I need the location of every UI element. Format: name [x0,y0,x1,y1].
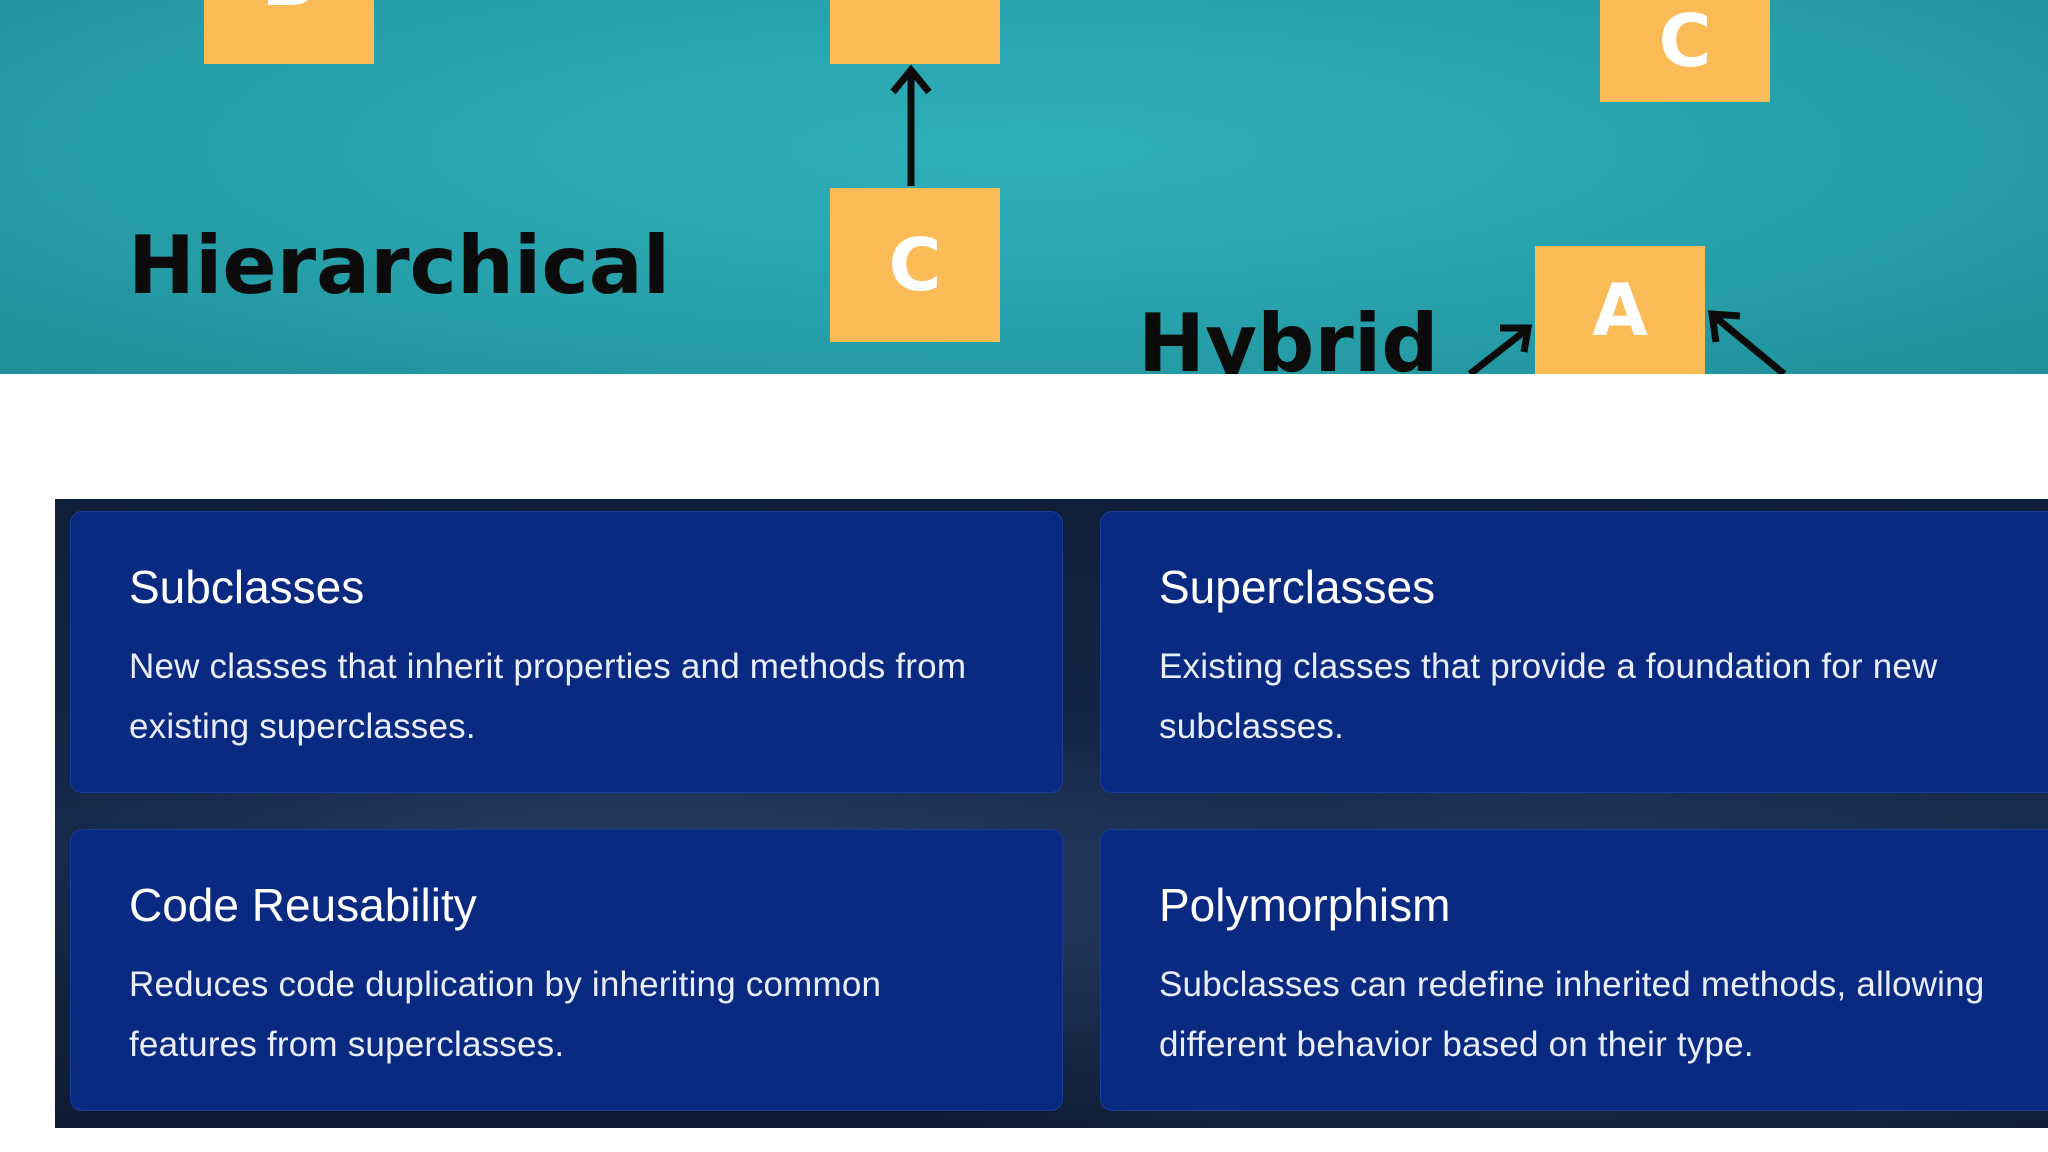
card-description: New classes that inherit properties and … [129,647,967,747]
card-code-reusability: Code Reusability Reduces code duplicatio… [70,829,1063,1111]
feature-cards-panel: Subclasses New classes that inherit prop… [55,499,2048,1128]
node-c-middle: C [830,188,1000,342]
card-title: Code Reusability [129,879,477,931]
label-hybrid: Hybrid [1138,297,1439,375]
card-subclasses: Subclasses New classes that inherit prop… [70,511,1063,793]
card-polymorphism: Polymorphism Subclasses can redefine inh… [1100,829,2048,1111]
arrow-into-a-right [1711,313,1787,374]
card-description: Subclasses can redefine inherited method… [1159,965,1985,1065]
card-superclasses: Superclasses Existing classes that provi… [1100,511,2048,793]
inheritance-diagram-banner: B D C C A Hierarchical Hybrid [0,0,2048,374]
diagram-arrows [890,64,1787,374]
card-title: Superclasses [1159,561,1436,613]
arrow-into-a-right-head [1707,310,1741,343]
card-description: Existing classes that provide a foundati… [1159,647,1938,747]
arrow-into-a-left-head [1500,324,1533,353]
node-d-top-center: D [830,0,1000,64]
card-title: Polymorphism [1159,879,1451,931]
card-title: Subclasses [129,561,365,613]
node-c-top-right: C [1600,0,1770,102]
card-description: Reduces code duplication by inheriting c… [129,965,882,1065]
arrow-c-to-d-head [890,64,932,95]
node-b-top-left: B [204,0,374,64]
label-hierarchical: Hierarchical [128,219,671,312]
arrow-into-a-left [1467,327,1529,374]
node-a-hybrid: A [1535,246,1705,374]
